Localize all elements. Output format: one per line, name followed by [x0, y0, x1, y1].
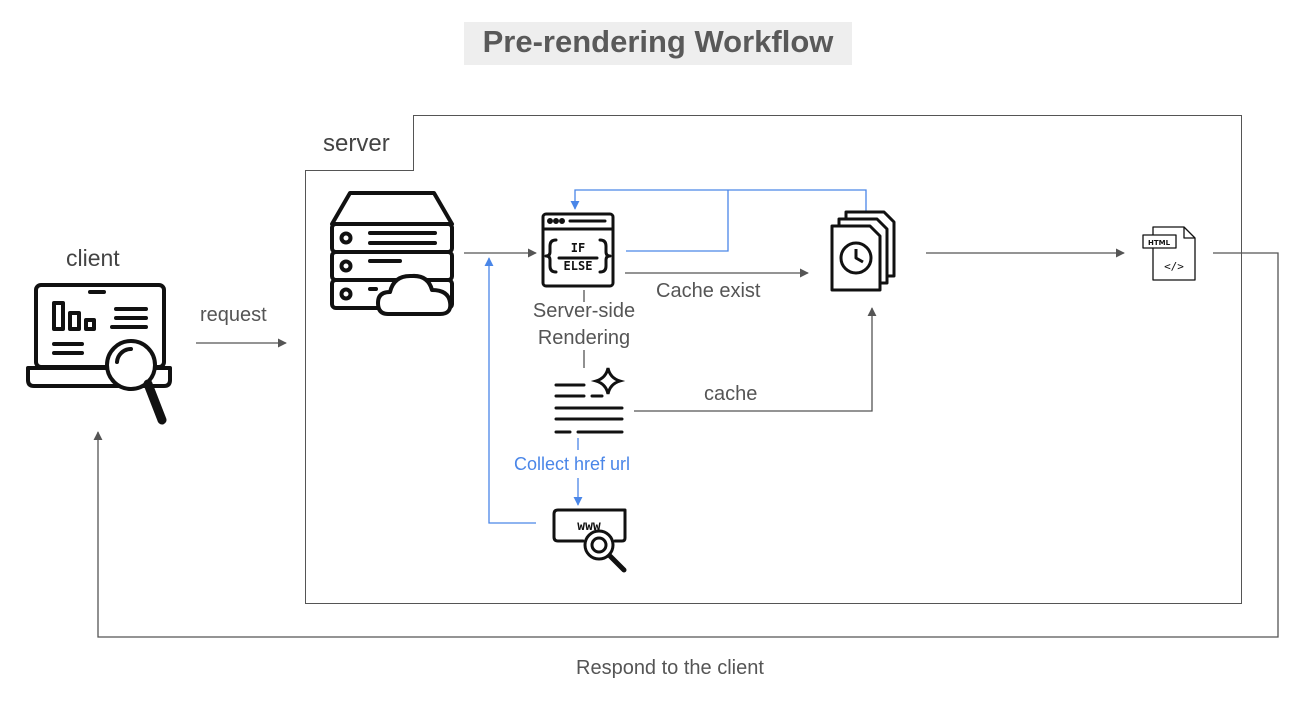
ssr-label-line2: Rendering — [537, 327, 631, 349]
respond-label: Respond to the client — [576, 657, 764, 679]
svg-text:HTML: HTML — [1148, 239, 1171, 247]
laptop-analytics-search-icon — [26, 283, 172, 425]
html-file-icon — [1142, 226, 1196, 281]
client-label: client — [66, 245, 120, 271]
cache-arrow — [634, 307, 877, 412]
server-container — [305, 115, 1242, 604]
svg-text:</>: </> — [1164, 260, 1184, 273]
cache-exist-label: Cache exist — [656, 280, 761, 302]
diagram-title: Pre-rendering Workflow — [482, 24, 834, 59]
www-return-arrow — [484, 257, 536, 524]
svg-text:www: www — [577, 519, 601, 534]
server-tab — [305, 115, 414, 171]
svg-text:IF: IF — [571, 241, 585, 255]
ssr-label-line1: Server-side — [532, 300, 636, 322]
collect-href-label: Collect href url — [514, 454, 631, 474]
www-search-icon — [552, 508, 627, 573]
if-else-code-window-icon — [541, 212, 615, 288]
blue-connectors — [484, 189, 867, 524]
docs-loop-arrow — [570, 189, 867, 211]
svg-text:ELSE: ELSE — [564, 259, 593, 273]
server-cloud-icon — [330, 191, 454, 316]
cached-documents-clock-icon — [830, 210, 896, 292]
respond-arrow — [93, 252, 1279, 638]
server-label: server — [323, 130, 390, 157]
title-highlight: Pre-rendering Workflow — [464, 22, 852, 65]
text-lines-sparkle-icon — [554, 367, 626, 434]
ssr-loop-line — [626, 190, 729, 252]
cache-label: cache — [704, 383, 758, 405]
request-label: request — [200, 304, 267, 326]
connectors — [93, 248, 1279, 638]
